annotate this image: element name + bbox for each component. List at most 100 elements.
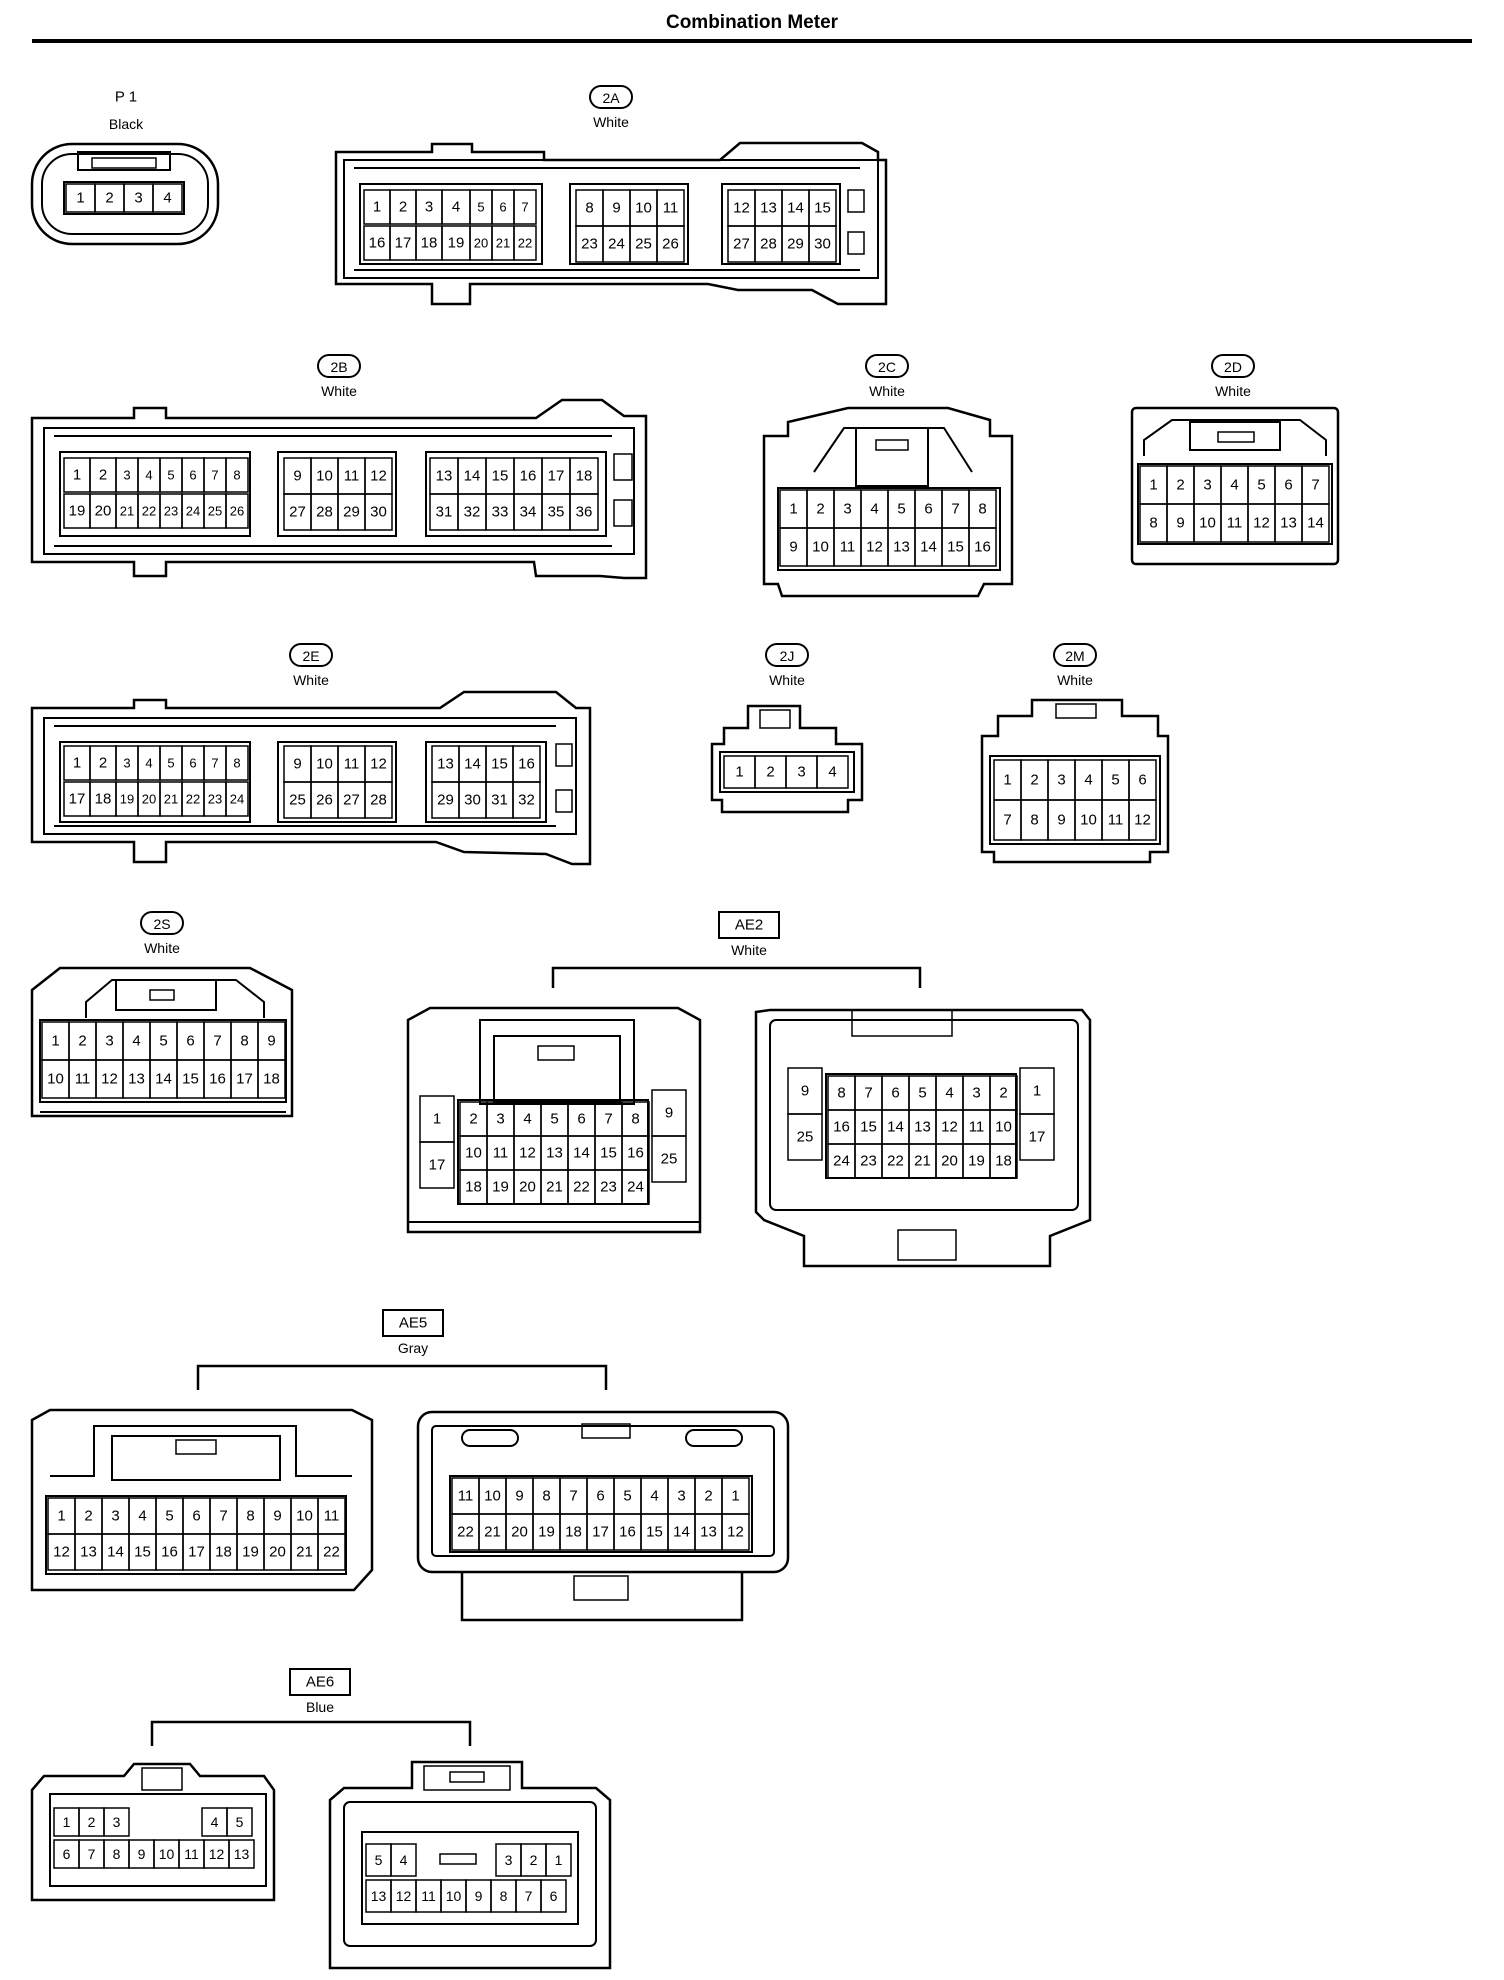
pin-label: 15 (646, 1524, 663, 1541)
pin-cell (225, 493, 249, 529)
pin-label: 28 (370, 792, 387, 809)
pin-label: 1 (51, 1033, 59, 1050)
pin-frame (45, 1495, 347, 1575)
pin-label: 12 (866, 539, 883, 556)
latch-window (847, 231, 865, 255)
pin-label: 12 (209, 1846, 225, 1862)
pin-frame (277, 741, 397, 823)
pin-label: 12 (1134, 812, 1151, 829)
pin-label: 3 (425, 199, 433, 216)
pin-label: 16 (209, 1071, 226, 1088)
housing-outline (460, 1572, 744, 1622)
pin-label: 23 (164, 504, 178, 519)
connector-code: 2M (1065, 648, 1084, 664)
pin-label: 16 (627, 1145, 644, 1162)
pin-label: 7 (211, 468, 218, 483)
pin-label: 10 (296, 1508, 313, 1525)
pin-label: 32 (464, 504, 481, 521)
pin-label: 26 (230, 504, 244, 519)
pin-label: 7 (211, 756, 218, 771)
pin-label: 6 (596, 1488, 604, 1505)
latch-window (613, 499, 633, 527)
locking-tab (897, 1229, 957, 1261)
pin-label: 6 (192, 1508, 200, 1525)
connector-code-badge (589, 85, 633, 109)
pin-label: 8 (1149, 515, 1157, 532)
connector-code: 2B (330, 359, 347, 375)
page-title: Combination Meter (665, 12, 839, 33)
pin-label: 23 (860, 1153, 877, 1170)
connector-color: Blue (306, 1699, 334, 1715)
housing-outline (710, 704, 864, 814)
pin-label: 19 (69, 503, 86, 520)
locking-tab (149, 989, 175, 1001)
pin-label: 8 (1030, 812, 1038, 829)
latch-window (555, 789, 573, 813)
pin-label: 3 (134, 190, 142, 207)
pin-label: 10 (812, 539, 829, 556)
housing-line (1143, 419, 1327, 456)
locking-tab (581, 1423, 631, 1439)
pin-label: 18 (576, 468, 593, 485)
pin-label: 18 (995, 1153, 1012, 1170)
pin-label: 2 (99, 755, 107, 772)
pin-label: 22 (186, 792, 200, 807)
pin-label: 7 (1311, 477, 1319, 494)
pin-frame (63, 181, 185, 215)
pin-label: 30 (370, 504, 387, 521)
pin-label: 1 (1033, 1083, 1041, 1100)
locking-tab (479, 1019, 635, 1105)
pin-label: 24 (230, 792, 244, 807)
pin-label: 13 (437, 756, 454, 773)
pin-label: 14 (155, 1071, 172, 1088)
locking-tab (449, 1771, 485, 1783)
pin-label: 14 (464, 756, 481, 773)
connector-code-badge (1053, 643, 1097, 667)
pin-label: 13 (234, 1846, 250, 1862)
pin-label: 13 (700, 1524, 717, 1541)
pin-label: 2 (1176, 477, 1184, 494)
locking-tab (875, 439, 909, 451)
pin-label: 5 (623, 1488, 631, 1505)
pin-label: 18 (421, 235, 438, 252)
pin-label: 6 (550, 1888, 558, 1904)
pin-label: 7 (951, 501, 959, 518)
pin-label: 3 (1057, 772, 1065, 789)
pin-label: 29 (343, 504, 360, 521)
pin-label: 16 (520, 468, 537, 485)
pin-label: 17 (69, 791, 86, 808)
pin-label: 34 (520, 504, 537, 521)
connector-code: 2A (602, 90, 620, 106)
pin-label: 11 (421, 1888, 436, 1904)
pin-cell (651, 1135, 687, 1183)
pin-label: 21 (120, 504, 134, 519)
connector-code: 2S (153, 916, 170, 932)
locking-tab (759, 709, 791, 729)
pin-label: 35 (548, 504, 565, 521)
pin-label: 12 (370, 756, 387, 773)
pin-label: 31 (491, 792, 508, 809)
pin-label: 4 (211, 1814, 219, 1830)
pin-label: 21 (164, 792, 178, 807)
pin-label: 17 (548, 468, 565, 485)
pin-label: 9 (515, 1488, 523, 1505)
locking-tab (141, 1767, 183, 1791)
pin-label: 12 (733, 200, 750, 217)
pin-label: 4 (945, 1085, 953, 1102)
pin-label: 16 (369, 235, 386, 252)
pin-label: 5 (159, 1033, 167, 1050)
pin-cell (512, 781, 541, 819)
pin-label: 4 (1084, 772, 1092, 789)
pin-label: 9 (293, 756, 301, 773)
pin-frame (989, 755, 1161, 845)
pin-label: 17 (429, 1157, 446, 1174)
pin-label: 27 (289, 504, 306, 521)
pin-label: 5 (550, 1111, 558, 1128)
pin-label: 28 (760, 236, 777, 253)
pin-label: 7 (88, 1846, 96, 1862)
connector-code: 2J (780, 648, 795, 664)
